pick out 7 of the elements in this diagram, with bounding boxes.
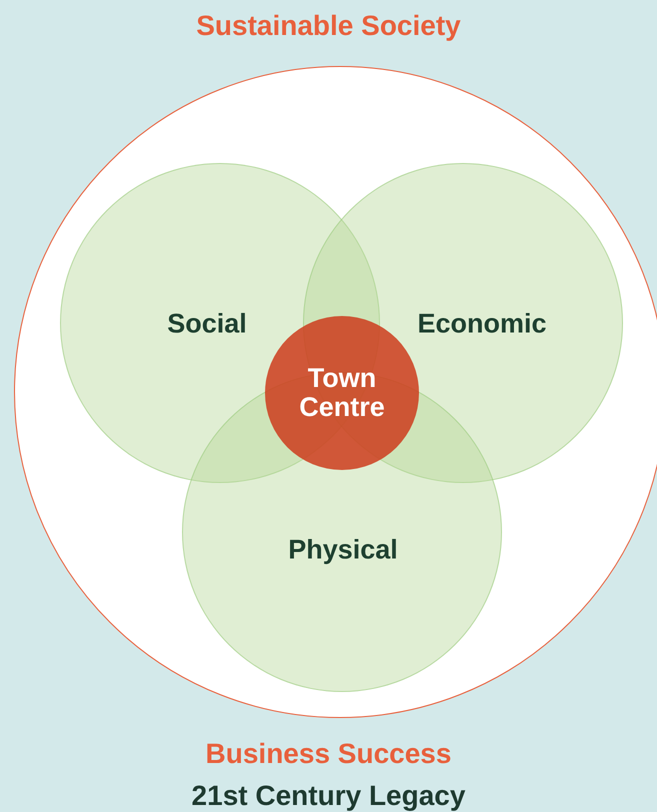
circle-label: Physical (288, 534, 398, 566)
caption-text: 21st Century Legacy (192, 780, 466, 811)
circle-label: Economic (417, 308, 547, 340)
caption-text: Business Success (206, 738, 452, 769)
circle-label: Social (167, 308, 247, 340)
title: Sustainable Society (196, 10, 461, 41)
circle-label: Town Centre (298, 364, 386, 422)
